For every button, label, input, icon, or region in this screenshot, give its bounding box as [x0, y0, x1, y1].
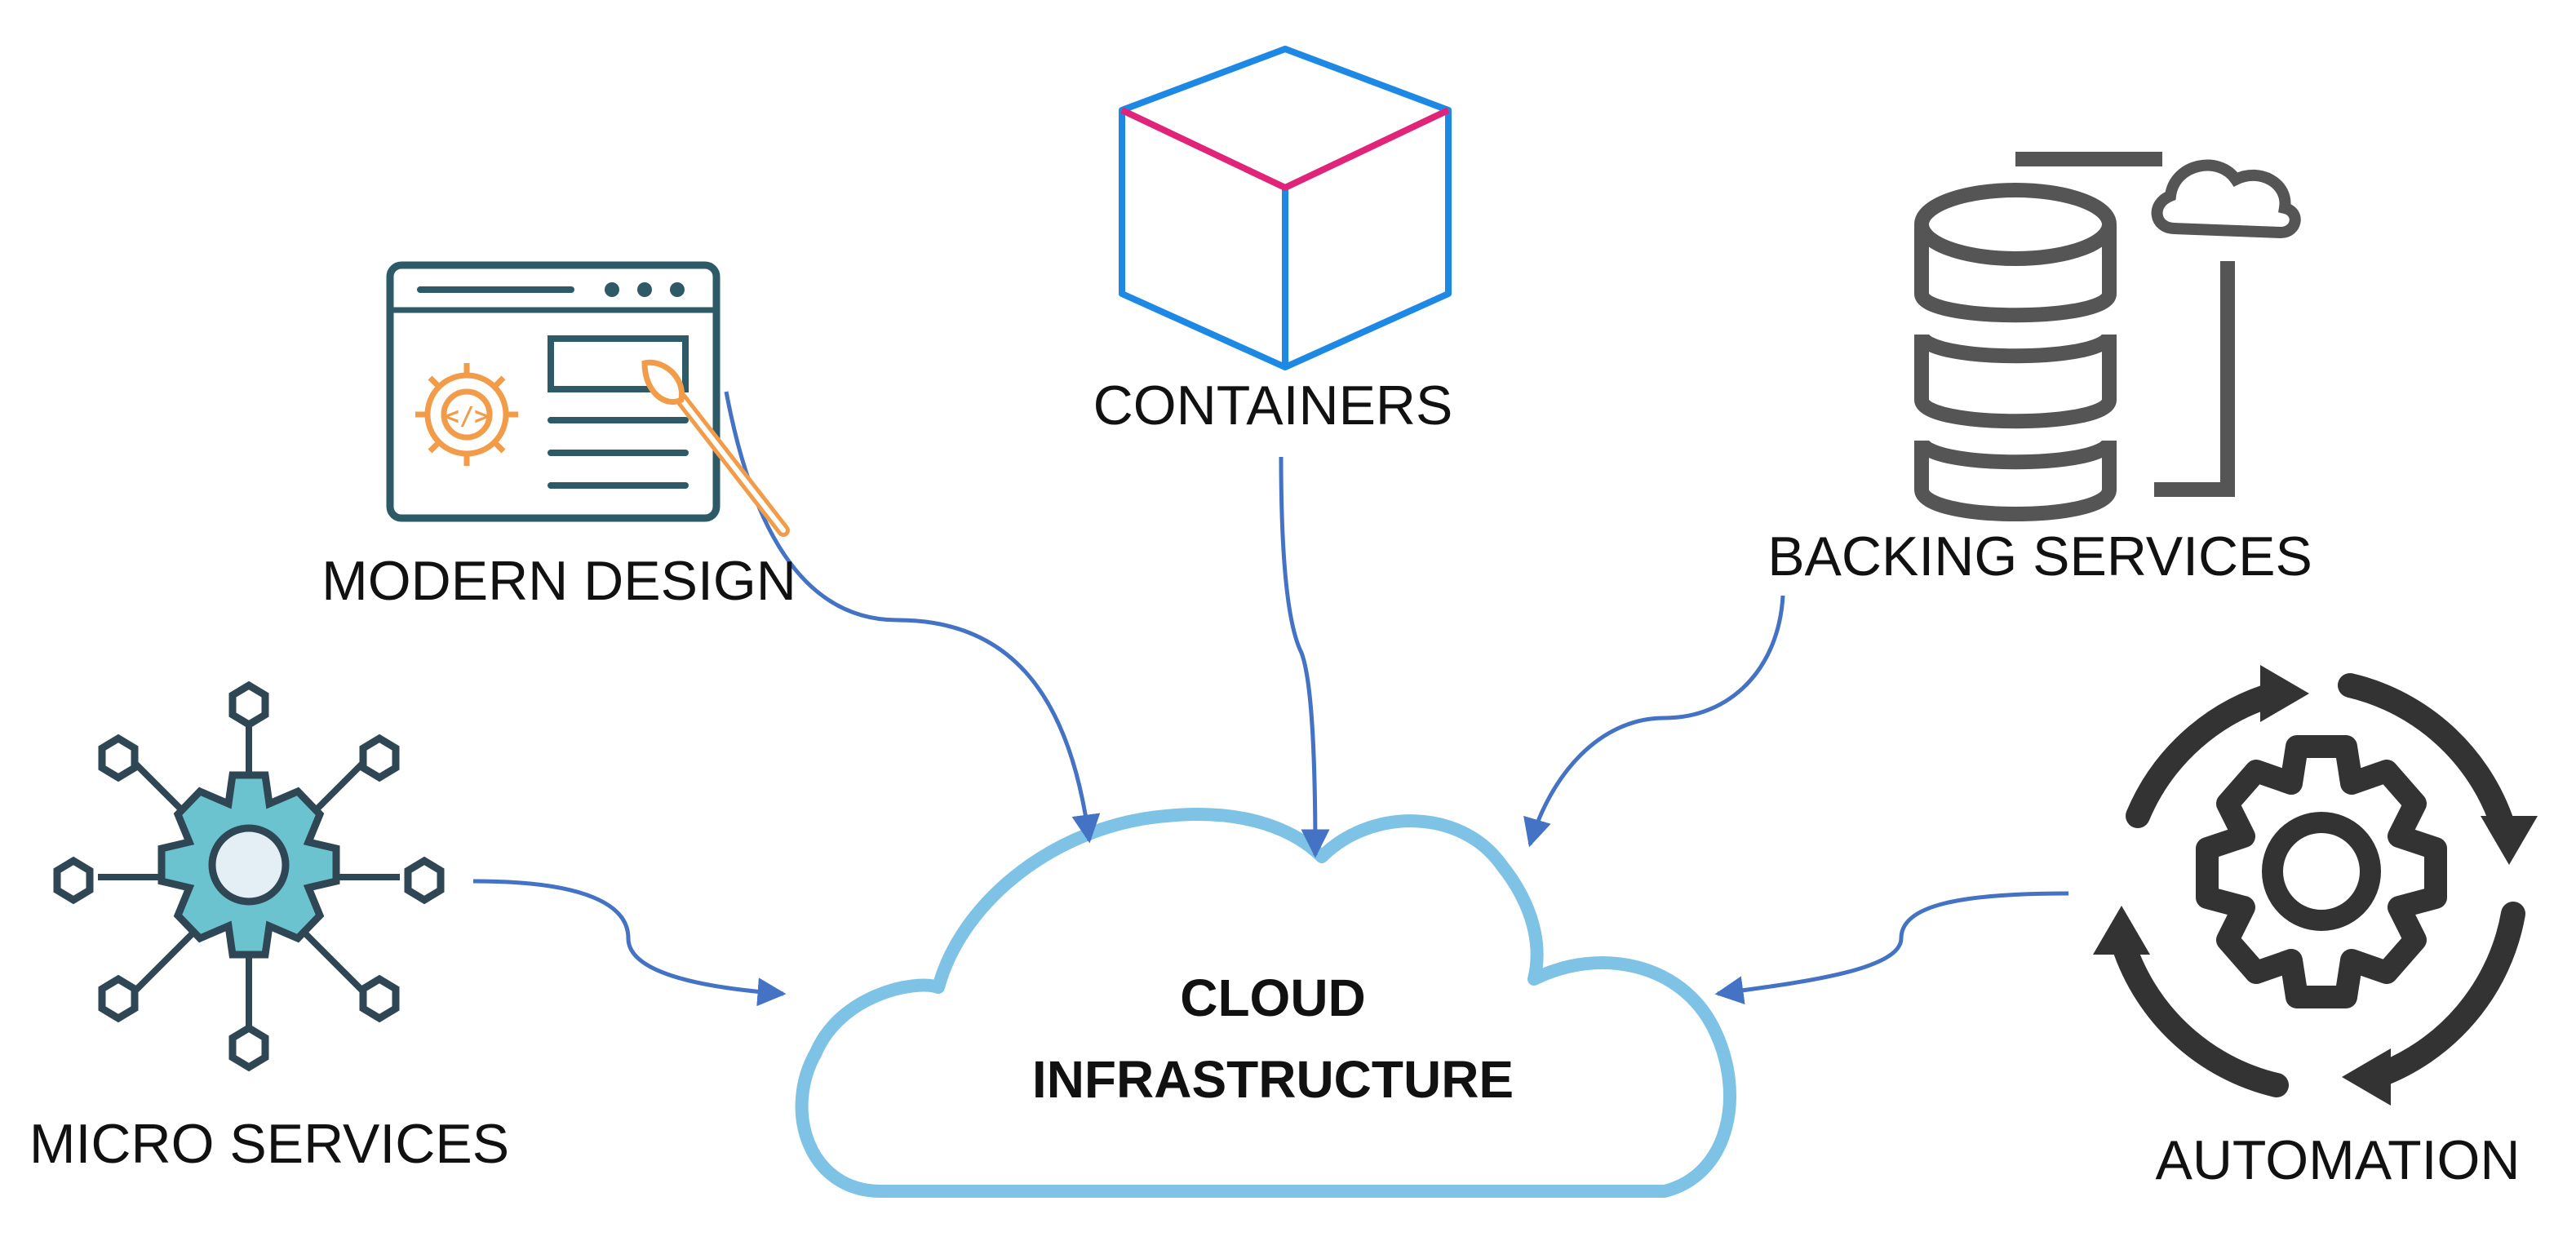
label-modern-design: MODERN DESIGN — [321, 550, 796, 612]
arrow-micro-services — [472, 879, 787, 1007]
label-automation: AUTOMATION — [2155, 1129, 2520, 1191]
connector-arrows — [472, 391, 2069, 1007]
web-design-icon: </> — [386, 261, 790, 537]
center-label-line1: CLOUD — [1180, 968, 1366, 1027]
label-containers: CONTAINERS — [1093, 375, 1453, 437]
gear-network-icon — [53, 680, 445, 1072]
code-gear-icon — [415, 363, 518, 466]
arrow-containers — [1279, 456, 1330, 858]
cube-icon — [1119, 46, 1452, 370]
gear-cycle-icon — [2093, 665, 2538, 1106]
center-label-line2: INFRASTRUCTURE — [1032, 1050, 1514, 1109]
arrow-backing-services — [1523, 595, 1785, 848]
paintbrush-icon — [641, 359, 790, 537]
database-cloud-icon — [1914, 152, 2301, 521]
label-backing-services: BACKING SERVICES — [1767, 525, 2312, 587]
svg-text:</>: </> — [445, 402, 489, 431]
arrow-automation — [1714, 891, 2069, 1005]
arrow-modern-design — [724, 391, 1101, 844]
label-micro-services: MICRO SERVICES — [29, 1113, 509, 1175]
